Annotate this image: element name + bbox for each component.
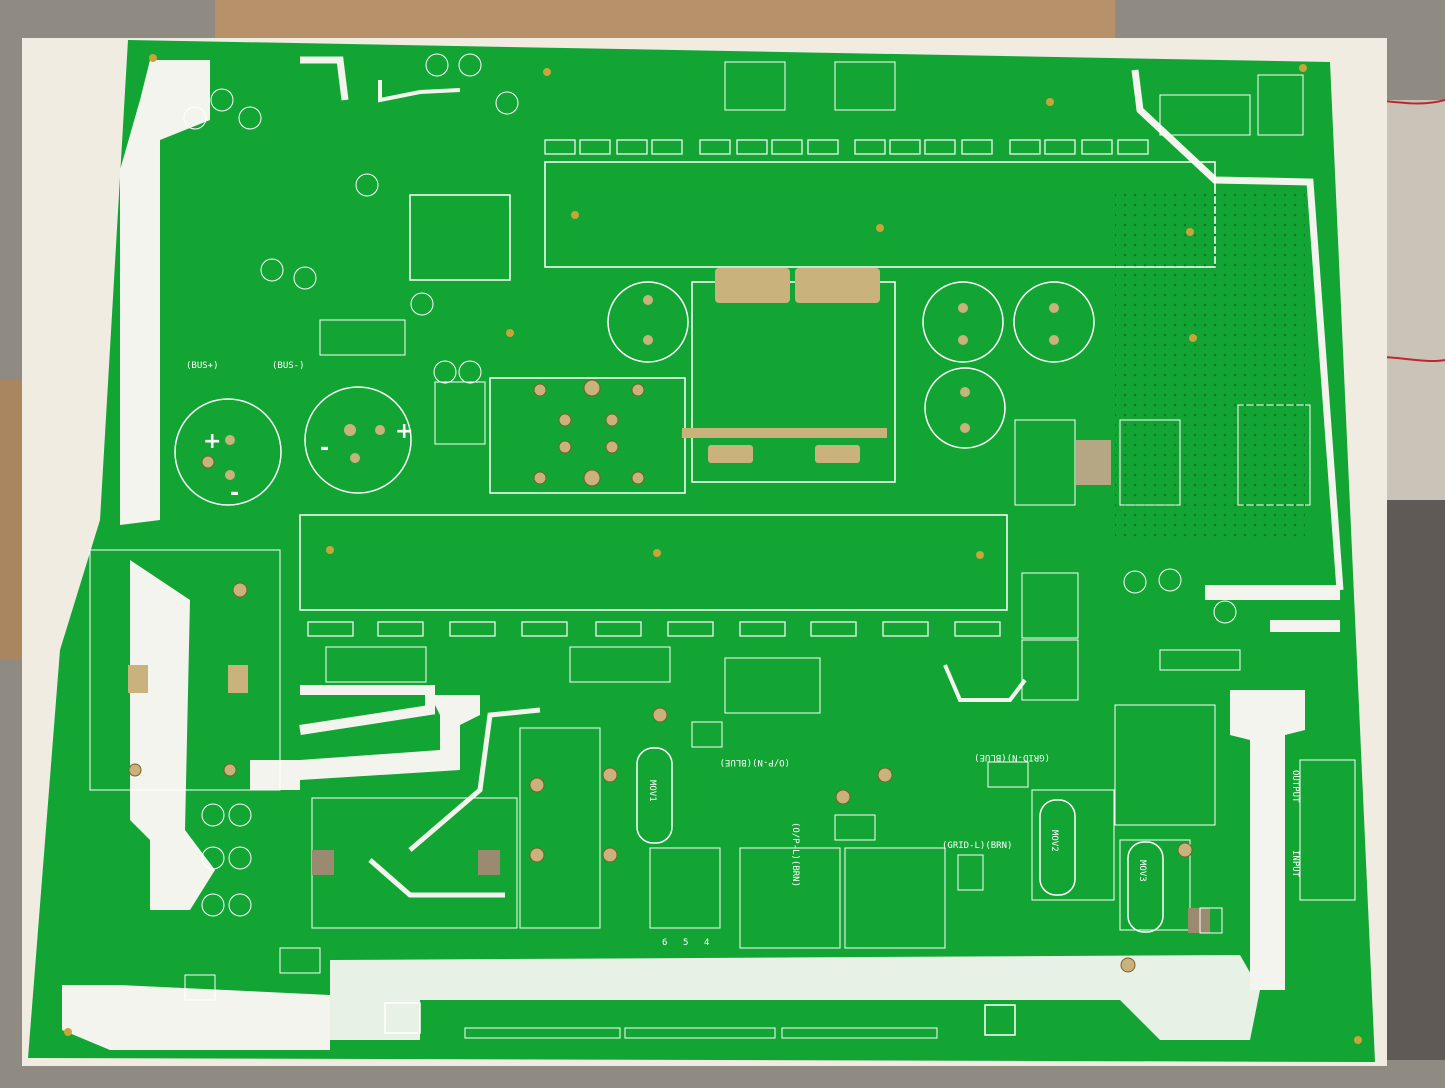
ic-outline-2 (319, 319, 406, 356)
top-box-2 (834, 61, 896, 111)
label-grid-l-brn: (GRID-L)(BRN) (942, 841, 1012, 851)
small-relay-2 (1021, 639, 1079, 701)
label-mov3: MOV3 (1137, 860, 1147, 882)
mosfet-footprints-bottom (307, 621, 1001, 637)
relay-holes (128, 379, 1193, 973)
transformer-outline (691, 281, 896, 483)
pin-header-1 (464, 1027, 621, 1039)
label-pin-6: 6 (662, 938, 667, 948)
mid-pour-2 (250, 760, 300, 790)
label-cap-left-plus: + (203, 429, 221, 454)
left-power-rail (120, 60, 210, 525)
capacitor-c1 (607, 281, 689, 363)
via-field (1115, 190, 1305, 540)
relay-outline-5 (569, 646, 671, 683)
bottom-bus-pour (330, 955, 1260, 1040)
label-op-l-brn: (O/P-L)(BRN) (790, 822, 800, 887)
transformer-pads (682, 268, 887, 463)
tact-switch-2 (984, 1004, 1016, 1036)
choke-pad-1 (128, 665, 148, 693)
label-pin-4: 4 (704, 938, 709, 948)
mosfet-footprints-top (544, 139, 1149, 155)
top-box-1 (724, 61, 786, 111)
relay-pad-1 (312, 850, 334, 875)
mid-trace-2 (408, 707, 541, 852)
label-cap-right-minus: - (320, 436, 329, 461)
small-relay-1 (1021, 572, 1079, 639)
capacitor-c3 (1013, 281, 1095, 363)
relay-pad-3 (1188, 908, 1210, 933)
mid-pour-1 (300, 695, 480, 780)
relay-outline-3 (519, 727, 601, 929)
inductor-outline-1 (739, 847, 841, 949)
label-op-n-blue: (O/P-N)(BLUE) (720, 757, 790, 767)
label-cap-left-minus: - (230, 481, 239, 506)
right-output-pour (1230, 690, 1305, 990)
inductor-outline-2 (844, 847, 946, 949)
choke-outline (89, 549, 281, 791)
capacitor-c2 (922, 281, 1004, 363)
mid-trace-4 (943, 664, 1027, 702)
mov2-outline (1031, 789, 1115, 901)
right-bar-pour-2 (1270, 620, 1340, 632)
mounting-holes (64, 54, 1362, 1044)
pin-header-3 (781, 1027, 938, 1039)
heatsink-bottom-outline (299, 514, 1008, 611)
ic-outline-3 (434, 381, 486, 445)
right-bar-pour (1205, 585, 1340, 600)
small-relay-3 (724, 657, 821, 714)
capacitor-c4 (924, 367, 1006, 449)
io-terminal-outline (1299, 759, 1356, 901)
board-surface (28, 40, 1375, 1062)
label-cap-right-plus: + (395, 419, 413, 444)
top-right-box (1159, 94, 1251, 136)
opto-outline (649, 847, 721, 929)
small-footprints (183, 53, 1241, 1001)
label-bus-minus: (BUS-) (272, 361, 305, 371)
left-lower-rail (130, 560, 215, 910)
label-input: INPUT (1290, 850, 1300, 878)
label-pin-5: 5 (683, 938, 688, 948)
relay-outline-4 (325, 646, 427, 683)
pin-header-2 (624, 1027, 776, 1039)
top-trace-2 (300, 56, 349, 101)
label-grid-n-blue: (GRID-N)(BLUE) (974, 752, 1050, 762)
label-bus-plus: (BUS+) (186, 361, 219, 371)
label-output: OUTPUT (1290, 770, 1300, 803)
ct-outline (1114, 704, 1216, 826)
bulk-capacitor-left (174, 398, 282, 506)
heatsink-pad (1076, 440, 1111, 485)
label-mov2: MOV2 (1049, 830, 1059, 852)
mov2-body: MOV2 (1039, 799, 1076, 896)
relay-pad-2 (478, 850, 500, 875)
bottom-left-pour (62, 985, 330, 1050)
ic-outline-1 (409, 194, 511, 281)
mid-trace-1 (299, 685, 435, 735)
mov1-body: MOV1 (636, 747, 673, 844)
label-mov1: MOV1 (647, 780, 657, 802)
choke-pad-2 (228, 665, 248, 693)
top-trace-1 (378, 80, 461, 103)
top-right-connector (1257, 74, 1304, 136)
bulk-capacitor-right (304, 386, 412, 494)
tact-switch-1 (384, 1002, 421, 1034)
mov3-body: MOV3 (1127, 841, 1164, 933)
mid-trace-3 (368, 858, 505, 898)
